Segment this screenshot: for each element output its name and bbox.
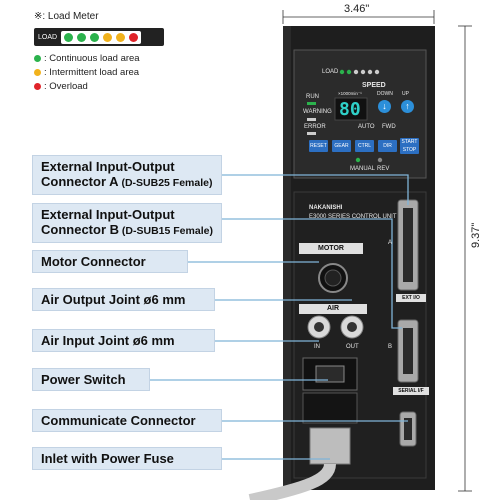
panel-speed-unit: ×1000min⁻¹ — [338, 91, 362, 96]
model-label: E3000 SERIES CONTROL UNIT — [309, 214, 397, 220]
air-in-label: IN — [314, 344, 320, 350]
panel-load-leds — [339, 69, 380, 75]
load-led-2 — [90, 32, 100, 42]
gear-button[interactable]: GEAR — [332, 140, 351, 152]
brand-logo: NAKANISHI — [309, 205, 343, 211]
leader-lines — [150, 174, 409, 460]
panel-error-label: ERROR — [304, 124, 326, 130]
load-led-3 — [103, 32, 113, 42]
connector-b-label: B — [388, 344, 393, 350]
height-dimension — [458, 25, 472, 492]
speed-display — [334, 97, 368, 121]
callout-ext-io-b: External Input-Output Connector B (D-SUB… — [32, 203, 222, 243]
unit-side-shade — [283, 26, 291, 490]
legend-dot — [34, 54, 41, 62]
ctrl-button[interactable]: CTRL — [355, 140, 374, 152]
callout-ext-io-a: External Input-Output Connector A (D-SUB… — [32, 155, 222, 195]
speed-display-value: 80 — [339, 99, 361, 120]
load-led-4 — [116, 32, 126, 42]
connector-a-label: A — [388, 240, 393, 246]
panel-fwd-label: FWD — [382, 124, 396, 130]
down-button[interactable]: ↓ — [378, 100, 391, 113]
panel-auto-label: AUTO — [358, 124, 375, 130]
load-meter-legend-rows: : Continuous load area : Intermittent loa… — [34, 51, 164, 93]
legend-text: : Continuous load area — [44, 52, 140, 64]
load-meter-title: ※: Load Meter — [34, 11, 99, 22]
air-label: AIR — [299, 304, 367, 314]
load-led-5 — [129, 32, 139, 42]
panel-down-label: DOWN — [377, 91, 393, 97]
panel-manual-label: MANUAL — [350, 166, 376, 172]
load-meter-legend: ※: Load Meter LOAD : Continuous load are… — [34, 10, 164, 93]
reset-button[interactable]: RESET — [309, 140, 328, 152]
callout-power-switch: Power Switch — [32, 368, 150, 391]
serial-label: SERIAL I/F — [393, 387, 429, 395]
panel-load-label: LOAD — [322, 69, 339, 75]
legend-dot — [34, 82, 41, 90]
legend-row: : Intermittent load area — [34, 65, 164, 79]
height-dimension-label: 9.37" — [470, 222, 482, 248]
load-meter-bar: LOAD — [34, 28, 164, 46]
callout-inlet-power-fuse: Inlet with Power Fuse — [32, 447, 222, 470]
legend-text: : Overload — [44, 80, 88, 92]
callout-motor-connector: Motor Connector — [32, 250, 188, 273]
callout-air-input: Air Input Joint ø6 mm — [32, 329, 215, 352]
legend-row: : Continuous load area — [34, 51, 164, 65]
panel-warning-label: WARNING — [303, 109, 332, 115]
panel-speed-label: SPEED — [362, 82, 386, 89]
callout-air-output: Air Output Joint ø6 mm — [32, 288, 215, 311]
width-dimension — [282, 10, 435, 24]
fuse-holder — [302, 392, 358, 424]
legend-dot — [34, 68, 41, 76]
panel-up-label: UP — [402, 91, 409, 97]
panel-rev-label: REV — [377, 166, 390, 172]
motor-label: MOTOR — [299, 243, 363, 254]
load-meter-leds — [61, 30, 142, 44]
air-out-label: OUT — [346, 344, 359, 350]
up-button[interactable]: ↑ — [401, 100, 414, 113]
legend-row: : Overload — [34, 79, 164, 93]
dir-button[interactable]: DIR — [378, 140, 397, 152]
callout-communicate-connector: Communicate Connector — [32, 409, 222, 432]
power-cable — [248, 463, 336, 500]
start-stop-button[interactable]: START STOP — [400, 138, 419, 154]
load-led-1 — [77, 32, 87, 42]
panel-run-label: RUN — [306, 94, 319, 100]
load-led-0 — [64, 32, 74, 42]
legend-text: : Intermittent load area — [44, 66, 140, 78]
width-dimension-label: 3.46" — [344, 3, 370, 15]
ext-io-label: EXT I/O — [396, 294, 426, 302]
load-meter-tag: LOAD — [38, 33, 58, 41]
